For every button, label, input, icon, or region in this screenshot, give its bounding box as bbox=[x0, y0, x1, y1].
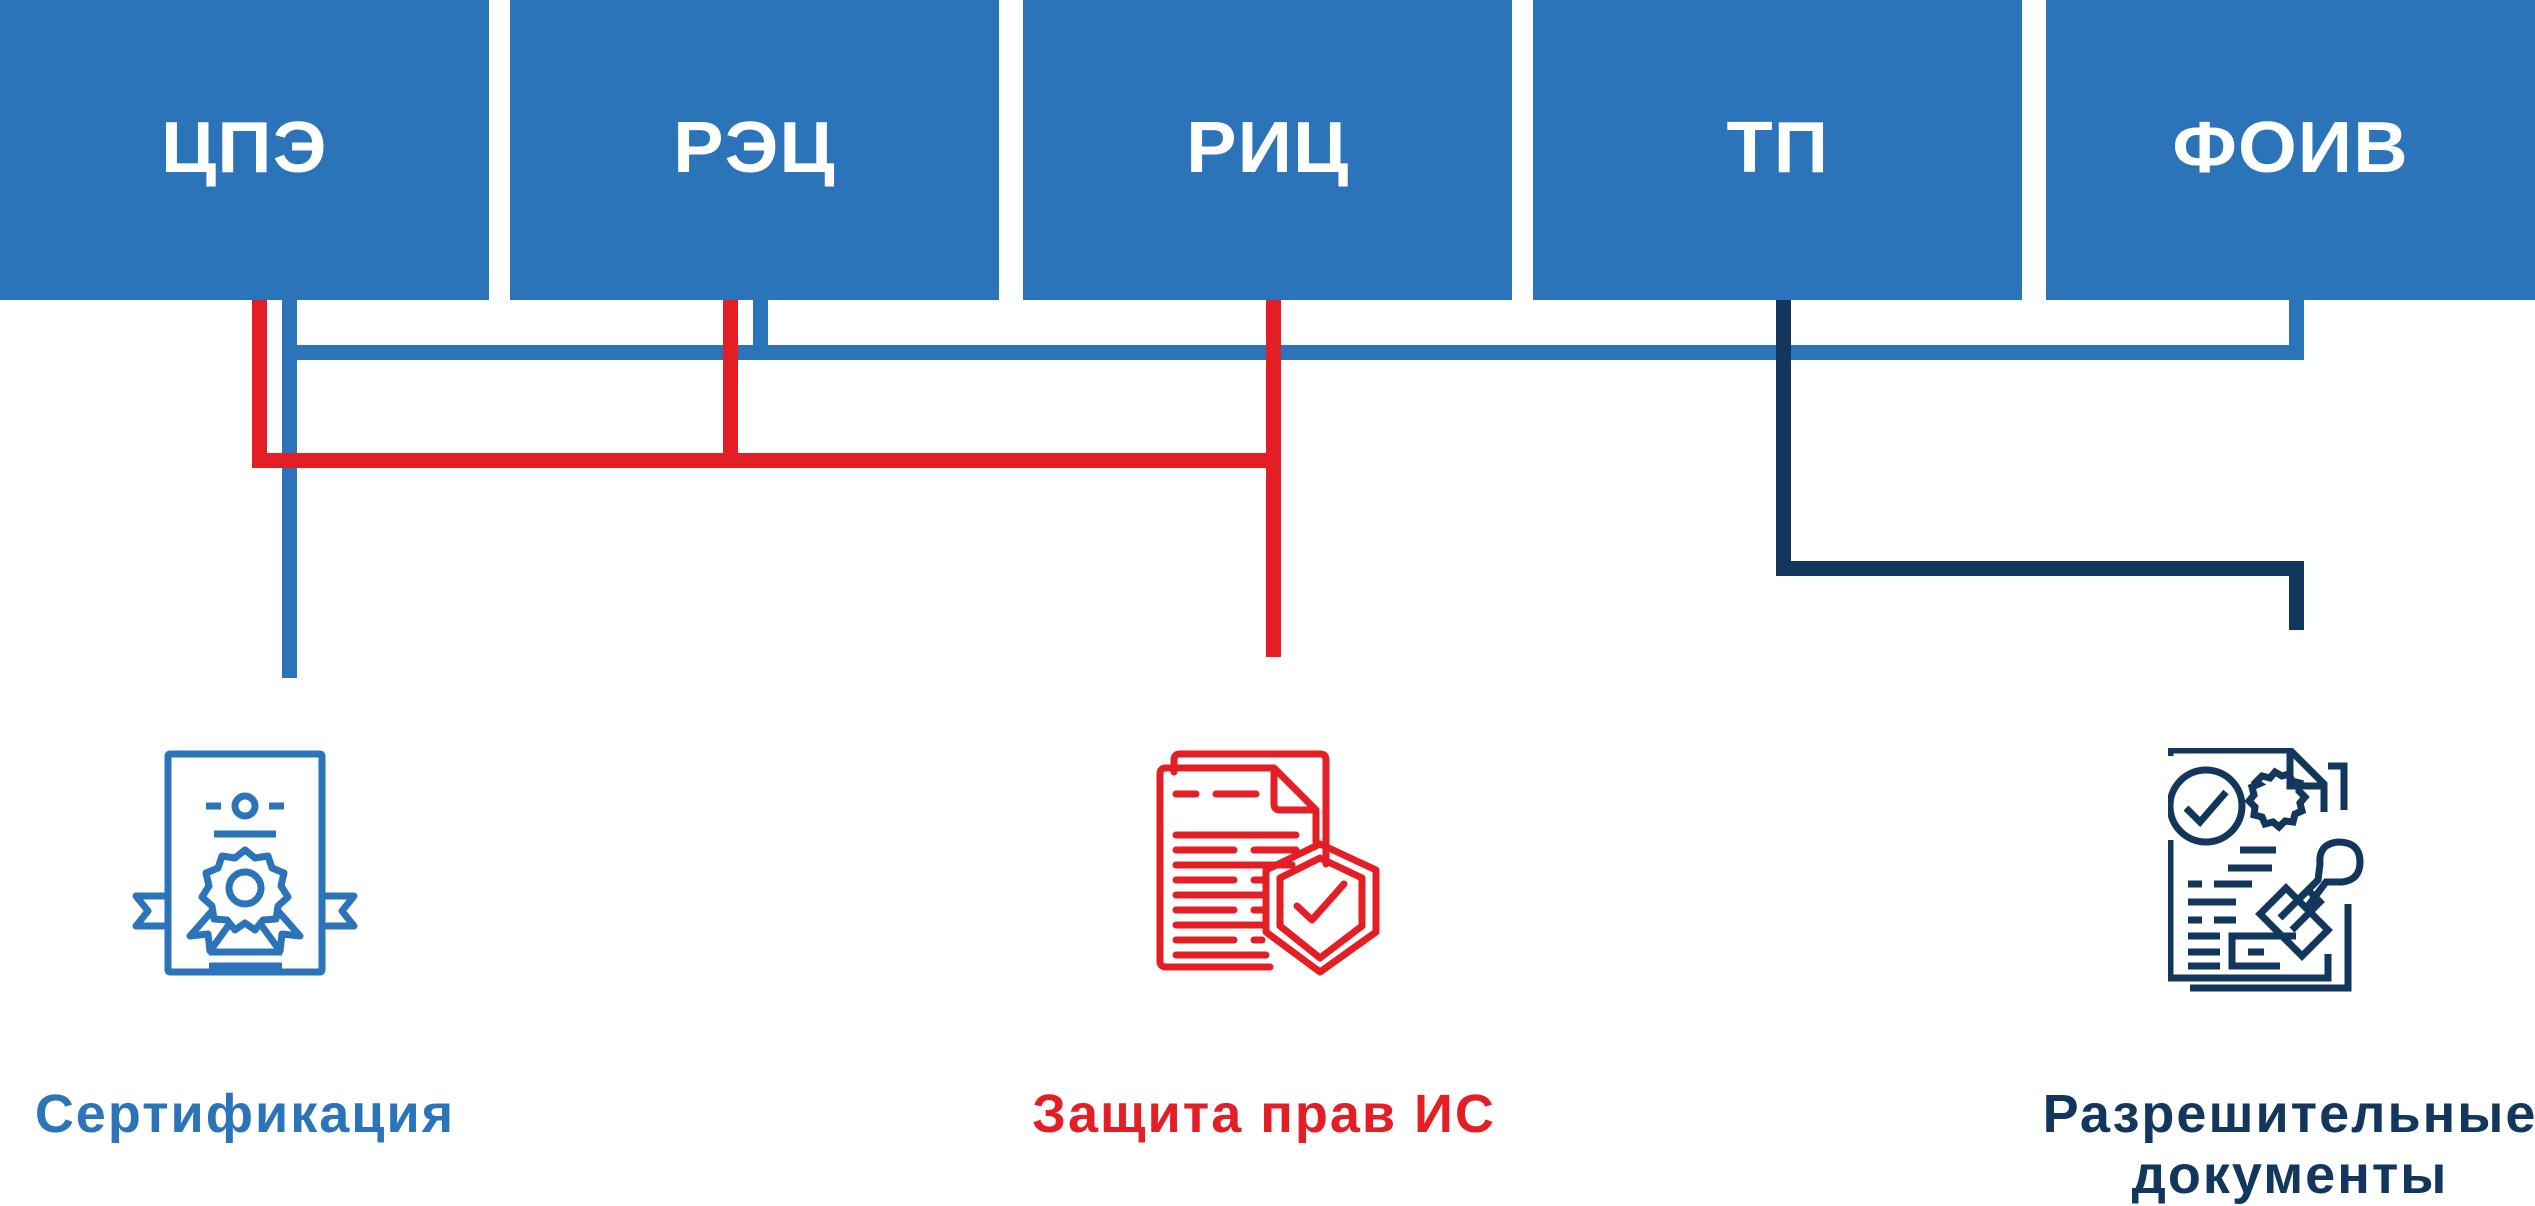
outcome-label-permits-line2: документы bbox=[2131, 1145, 2449, 1205]
box-foiv: ФОИВ bbox=[2046, 0, 2535, 300]
outcome-label-permits-line1: Разрешительные bbox=[2042, 1084, 2535, 1144]
connector-blue-cpe bbox=[282, 300, 297, 678]
box-label: ФОИВ bbox=[2172, 108, 2409, 188]
outcome-label-ip-protection: Защита прав ИС bbox=[1032, 1084, 1496, 1144]
box-rec: РЭЦ bbox=[510, 0, 999, 300]
connector-red-ric bbox=[1266, 300, 1281, 657]
document-stamp-icon bbox=[2168, 748, 2364, 992]
connector-blue-rec bbox=[753, 300, 768, 360]
connector-blue-horizontal bbox=[282, 345, 2304, 360]
box-cpe: ЦПЭ bbox=[0, 0, 489, 300]
box-label: РИЦ bbox=[1185, 108, 1350, 188]
certificate-icon bbox=[132, 750, 358, 976]
connector-navy-end bbox=[2289, 561, 2304, 630]
box-label: ТП bbox=[1726, 108, 1829, 188]
connector-red-horizontal bbox=[252, 453, 1281, 468]
connector-blue-foiv bbox=[2289, 300, 2304, 360]
outcome-label-certification: Сертификация bbox=[34, 1084, 456, 1144]
connector-navy-tp bbox=[1776, 300, 1791, 576]
outcome-label-permits: Разрешительные документы bbox=[2030, 1084, 2535, 1206]
connector-red-cpe bbox=[252, 300, 267, 468]
document-shield-icon bbox=[1156, 750, 1380, 976]
box-ric: РИЦ bbox=[1023, 0, 1512, 300]
box-label: ЦПЭ bbox=[161, 108, 328, 188]
connector-navy-horizontal bbox=[1776, 561, 2304, 576]
box-label: РЭЦ bbox=[673, 108, 836, 188]
box-tp: ТП bbox=[1533, 0, 2022, 300]
connector-red-rec bbox=[723, 300, 738, 468]
